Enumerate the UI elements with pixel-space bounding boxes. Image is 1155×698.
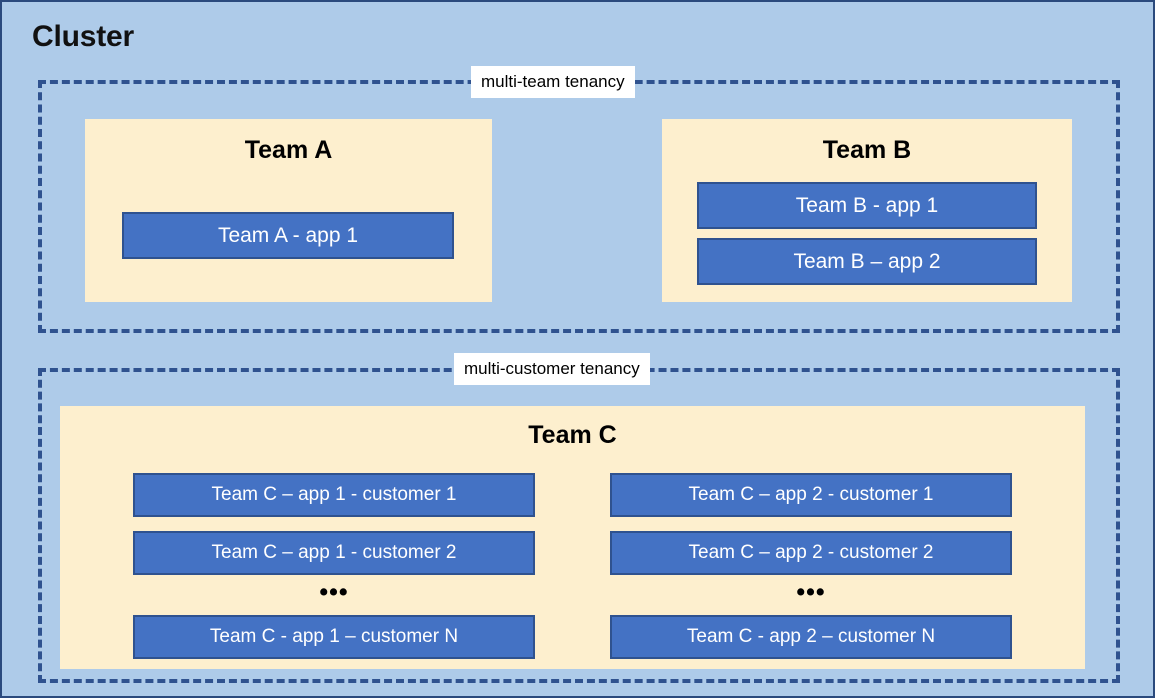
app-box-team-c-app-2-customer-1[interactable]: Team C – app 2 - customer 1 bbox=[610, 473, 1012, 517]
page-title: Cluster bbox=[32, 20, 134, 53]
team-panel-team-a: Team A Team A - app 1 bbox=[85, 119, 492, 302]
team-title-team-a: Team A bbox=[244, 136, 333, 164]
ellipsis-team-c-app-2: ••• bbox=[796, 578, 826, 606]
app-box-team-c-app-1-customer-2[interactable]: Team C – app 1 - customer 2 bbox=[133, 531, 535, 575]
app-box-team-b-app-1[interactable]: Team B - app 1 bbox=[697, 182, 1037, 229]
app-box-team-c-app-1-customer-1[interactable]: Team C – app 1 - customer 1 bbox=[133, 473, 535, 517]
app-box-team-c-app-2-customer-n[interactable]: Team C - app 2 – customer N bbox=[610, 615, 1012, 659]
team-title-team-c: Team C bbox=[528, 421, 617, 449]
app-box-team-b-app-2[interactable]: Team B – app 2 bbox=[697, 238, 1037, 285]
tenancy-label-multi-team: multi-team tenancy bbox=[471, 66, 635, 98]
ellipsis-team-c-app-1: ••• bbox=[319, 578, 349, 606]
app-box-team-c-app-2-customer-2[interactable]: Team C – app 2 - customer 2 bbox=[610, 531, 1012, 575]
team-title-team-b: Team B bbox=[822, 136, 912, 164]
team-panel-team-b: Team B Team B - app 1 Team B – app 2 bbox=[662, 119, 1072, 302]
tenancy-label-multi-customer: multi-customer tenancy bbox=[454, 353, 650, 385]
app-box-team-c-app-1-customer-n[interactable]: Team C - app 1 – customer N bbox=[133, 615, 535, 659]
app-box-team-a-app-1[interactable]: Team A - app 1 bbox=[122, 212, 454, 259]
team-panel-team-c: Team C Team C – app 1 - customer 1 Team … bbox=[60, 406, 1085, 669]
